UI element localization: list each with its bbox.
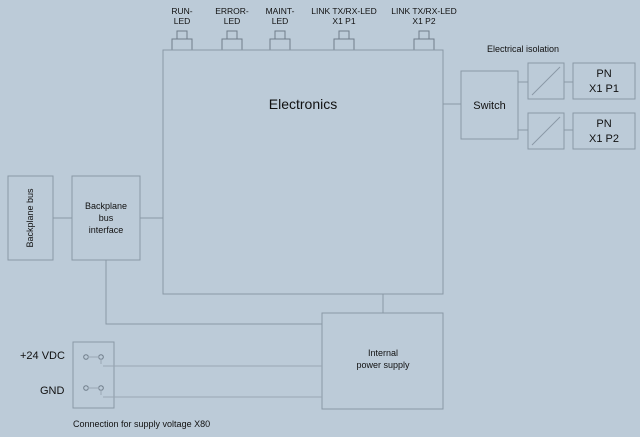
backplane-interface-block bbox=[71, 175, 141, 261]
power-supply-block bbox=[321, 312, 444, 410]
led-run-icon bbox=[171, 30, 193, 51]
pn-p2-label-2: X1 P2 bbox=[589, 133, 619, 145]
pn-port-p2 bbox=[572, 112, 636, 150]
gnd-label: GND bbox=[40, 385, 65, 397]
led-run-label-2: LED bbox=[174, 16, 191, 26]
switch-block bbox=[460, 70, 519, 140]
led-link-p2-icon bbox=[413, 30, 435, 51]
electrical-isolation-label: Electrical isolation bbox=[487, 44, 559, 54]
backplane-bus-block bbox=[7, 175, 54, 261]
led-maint-label-2: LED bbox=[272, 16, 289, 26]
led-error-icon bbox=[221, 30, 243, 51]
electronics-label: Electronics bbox=[269, 96, 337, 112]
pn-port-p1 bbox=[572, 62, 636, 100]
led-link-p2-label-1: LINK TX/RX-LED bbox=[391, 6, 457, 16]
switch-label: Switch bbox=[473, 100, 505, 112]
electronics-block bbox=[162, 49, 444, 295]
backplane-interface-label-3: interface bbox=[89, 225, 124, 235]
backplane-interface-label-1: Backplane bbox=[85, 201, 127, 211]
pn-p1-label-2: X1 P1 bbox=[589, 83, 619, 95]
vdc-label: +24 VDC bbox=[20, 350, 65, 362]
led-run-label-1: RUN- bbox=[171, 6, 192, 16]
power-supply-label-2: power supply bbox=[356, 360, 410, 370]
led-link-p1-label-1: LINK TX/RX-LED bbox=[311, 6, 377, 16]
led-link-p1-label-2: X1 P1 bbox=[332, 16, 355, 26]
isolation-p2-icon bbox=[527, 112, 565, 150]
led-error-label-1: ERROR- bbox=[215, 6, 249, 16]
led-maint-icon bbox=[269, 30, 291, 51]
led-error-label-2: LED bbox=[224, 16, 241, 26]
pn-p1-label-1: PN bbox=[596, 68, 611, 80]
backplane-interface-label-2: bus bbox=[99, 213, 114, 223]
led-maint-label-1: MAINT- bbox=[266, 6, 295, 16]
led-link-p2-label-2: X1 P2 bbox=[412, 16, 435, 26]
isolation-p1-icon bbox=[527, 62, 565, 100]
connector-caption: Connection for supply voltage X80 bbox=[73, 419, 210, 429]
pn-p2-label-1: PN bbox=[596, 118, 611, 130]
led-link-p1-icon bbox=[333, 30, 355, 51]
backplane-bus-label: Backplane bus bbox=[25, 188, 35, 248]
power-supply-label-1: Internal bbox=[368, 348, 398, 358]
supply-connector-icon bbox=[72, 341, 115, 409]
